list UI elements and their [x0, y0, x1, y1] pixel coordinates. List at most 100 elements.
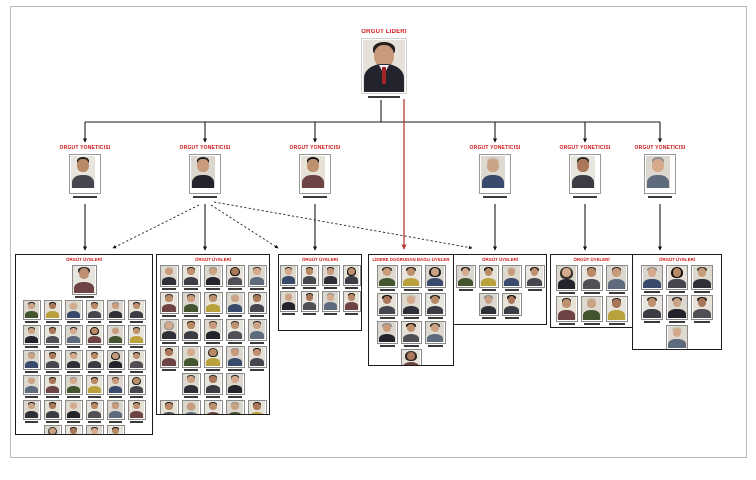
member-photo-frame: [22, 324, 41, 345]
member-cell: [64, 324, 83, 348]
member-photo-frame: [555, 295, 578, 322]
member-face-photo: [402, 322, 420, 342]
member-name-caption: [88, 346, 101, 348]
member-name-caption: [67, 371, 80, 373]
member-name-caption: [379, 345, 395, 347]
member-cell: [22, 324, 41, 348]
member-face-photo: [205, 293, 221, 312]
member-cell: [22, 399, 41, 423]
member-name-caption: [46, 371, 59, 373]
member-face-photo: [426, 266, 444, 286]
member-row: [159, 345, 267, 371]
member-name-caption: [427, 345, 443, 347]
member-face-photo: [667, 326, 687, 348]
members-grid: [369, 263, 453, 365]
member-face-photo: [45, 376, 60, 393]
manager-node-2: ÖRGÜT YÖNETİCİSİ: [160, 145, 250, 198]
member-face-photo: [249, 266, 265, 285]
member-cell: [43, 324, 62, 348]
member-cell: [85, 374, 104, 398]
member-cell: [501, 264, 522, 291]
member-cell: [203, 291, 223, 317]
member-name-caption: [25, 371, 38, 373]
member-name-caption: [694, 321, 710, 323]
member-photo-frame: [279, 264, 298, 286]
member-cell: [400, 320, 422, 347]
member-name-caption: [228, 369, 242, 371]
member-cell: [203, 264, 223, 290]
member-photo-frame: [64, 399, 83, 420]
member-cell: [376, 292, 398, 319]
member-face-photo: [426, 294, 444, 314]
member-face-photo: [66, 301, 81, 318]
member-cell: [225, 372, 245, 398]
member-photo-frame: [22, 349, 41, 370]
member-face-photo: [281, 266, 296, 284]
member-photo-frame: [43, 299, 62, 320]
member-cell: [247, 345, 267, 371]
member-face-photo: [582, 297, 601, 320]
member-face-photo: [45, 326, 60, 343]
member-photo-frame: [225, 345, 245, 368]
members-box-title: ÖRGÜT ÜYELERİ: [481, 256, 519, 262]
members-grid: [454, 263, 546, 319]
member-face-photo: [129, 351, 144, 368]
member-face-photo: [24, 351, 39, 368]
manager-node-6: ÖRGÜT YÖNETİCİSİ: [615, 145, 705, 198]
member-row: [478, 292, 522, 319]
member-face-photo: [557, 297, 576, 320]
member-face-photo: [66, 426, 81, 434]
member-name-caption: [130, 396, 143, 398]
member-cell: [159, 399, 179, 414]
member-face-photo: [480, 294, 497, 314]
member-photo-frame: [127, 399, 146, 420]
manager-role-label: ÖRGÜT YÖNETİCİSİ: [469, 145, 521, 151]
member-photo-frame: [501, 292, 522, 316]
member-cell: [225, 291, 245, 317]
member-face-photo: [227, 320, 243, 339]
member-photo-frame: [376, 264, 398, 288]
member-row: [159, 291, 267, 317]
member-photo-frame: [247, 399, 267, 414]
member-photo-frame: [400, 320, 422, 344]
member-photo-frame: [666, 264, 688, 290]
member-name-caption: [184, 315, 198, 317]
member-name-caption: [184, 288, 198, 290]
member-photo-frame: [181, 318, 201, 341]
member-name-caption: [583, 323, 600, 325]
member-face-photo: [227, 266, 243, 285]
member-face-photo: [161, 401, 177, 414]
member-cell: [342, 290, 361, 315]
member-row: [279, 290, 361, 315]
member-name-caption: [558, 323, 575, 325]
member-face-photo: [402, 294, 420, 314]
member-cell: [43, 299, 62, 323]
member-name-caption: [162, 288, 176, 290]
member-name-caption: [109, 346, 122, 348]
member-photo-frame: [85, 374, 104, 395]
manager-portrait-photo: [569, 154, 601, 194]
member-name-caption: [282, 287, 295, 289]
member-face-photo: [249, 293, 265, 312]
member-cell: [159, 291, 179, 317]
member-cell: [22, 374, 41, 398]
member-face-photo: [66, 401, 81, 418]
member-name-caption: [250, 342, 264, 344]
member-photo-frame: [64, 374, 83, 395]
member-photo-frame: [342, 264, 361, 286]
member-photo-frame: [22, 299, 41, 320]
member-face-photo: [183, 266, 199, 285]
member-name-caption: [184, 396, 198, 398]
member-name-caption: [88, 321, 101, 323]
member-row: [159, 318, 267, 344]
leader-portrait-photo: [361, 38, 407, 94]
member-face-photo: [24, 326, 39, 343]
manager-portrait-photo: [189, 154, 221, 194]
member-name-caption: [206, 288, 220, 290]
member-photo-frame: [43, 424, 62, 434]
member-photo-frame: [159, 399, 179, 414]
member-name-caption: [206, 396, 220, 398]
member-cell: [247, 399, 267, 414]
member-row: [376, 292, 446, 319]
member-photo-frame: [400, 348, 422, 365]
